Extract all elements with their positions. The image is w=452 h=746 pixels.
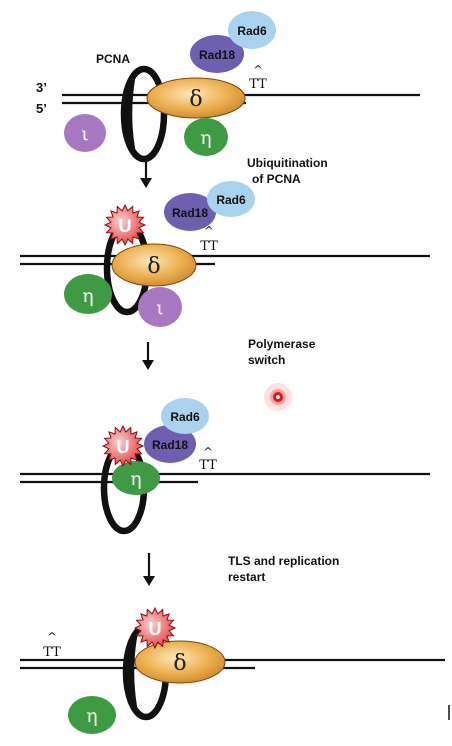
lesion-caret: ^ xyxy=(253,63,263,77)
polymerase-delta xyxy=(146,77,246,119)
lesion-caret: ^ xyxy=(204,224,214,238)
dna-duplex-4 xyxy=(20,658,445,670)
strand-5-label: 5’ xyxy=(36,101,47,116)
iota-symbol: ι xyxy=(156,297,163,319)
step-1-line2: of PCNA xyxy=(252,172,301,186)
step-2-line2: switch xyxy=(248,353,285,367)
step-arrow-3 xyxy=(143,553,155,586)
step-arrow-2 xyxy=(142,342,154,370)
rad6 xyxy=(161,398,209,434)
polymerase-eta xyxy=(184,118,228,156)
delta-symbol: δ xyxy=(189,87,202,112)
rad18-label: Rad18 xyxy=(172,206,208,220)
lesion-caret: ^ xyxy=(47,630,57,644)
step-1-line1: Ubiquitination xyxy=(247,156,328,170)
polymerase-iota xyxy=(138,287,182,327)
panel-1: 3’ 5’ PCNA δ ι η Rad18 Rad6 ^ TT xyxy=(36,11,420,163)
delta-symbol: δ xyxy=(147,254,160,279)
rad6-label: Rad6 xyxy=(237,24,267,38)
ubiquitin xyxy=(103,203,147,247)
thymine-dimer-label: TT xyxy=(199,458,217,473)
ubiquitin-label: U xyxy=(117,437,130,457)
step-3-line2: restart xyxy=(228,570,265,584)
strand-3-label: 3’ xyxy=(36,80,47,95)
rad18-label: Rad18 xyxy=(199,48,235,62)
panel-2: η ι δ U Rad18 Rad6 ^ TT xyxy=(20,181,430,327)
pcna-ring xyxy=(120,65,168,163)
iota-symbol: ι xyxy=(81,123,88,145)
rad18 xyxy=(144,425,196,463)
rad18 xyxy=(164,193,216,231)
thymine-dimer-label: TT xyxy=(200,239,218,254)
rad18-label: Rad18 xyxy=(152,438,188,452)
pcna-ring-front xyxy=(125,77,136,151)
eta-symbol: η xyxy=(82,285,93,307)
eta-symbol: η xyxy=(130,468,141,490)
rad18 xyxy=(190,35,244,73)
rad6 xyxy=(207,181,255,217)
ubiquitin xyxy=(101,424,145,468)
rad6-label: Rad6 xyxy=(170,410,200,424)
thymine-dimer-label: TT xyxy=(249,77,267,92)
step-arrow-1 xyxy=(140,160,152,188)
ubiquitin-label: U xyxy=(119,216,132,236)
panel-3: η U Rad18 Rad6 ^ TT xyxy=(20,398,430,535)
polymerase-eta xyxy=(68,696,116,734)
cursor-marker xyxy=(264,383,292,411)
polymerase-delta xyxy=(134,640,226,684)
panel-4: ^ TT δ U η xyxy=(20,606,445,734)
rad6 xyxy=(228,11,276,49)
ubiquitin xyxy=(133,606,177,650)
dna-duplex-2 xyxy=(20,254,430,266)
ubiquitin-label: U xyxy=(149,619,162,639)
eta-symbol: η xyxy=(86,705,97,727)
rad6-label: Rad6 xyxy=(216,193,246,207)
pcna-ring-front xyxy=(127,635,138,709)
polymerase-eta xyxy=(64,274,112,314)
thymine-dimer-label: TT xyxy=(43,645,61,660)
polymerase-iota xyxy=(64,114,106,152)
dna-duplex-3 xyxy=(20,472,430,484)
delta-symbol: δ xyxy=(173,651,186,676)
polymerase-eta xyxy=(112,461,160,495)
lesion-caret: ^ xyxy=(203,445,213,459)
step-2-line1: Polymerase xyxy=(248,337,316,351)
eta-symbol: η xyxy=(200,127,211,149)
polymerase-delta xyxy=(111,243,197,287)
pcna-label: PCNA xyxy=(96,52,130,66)
step-3-line1: TLS and replication xyxy=(228,554,339,568)
